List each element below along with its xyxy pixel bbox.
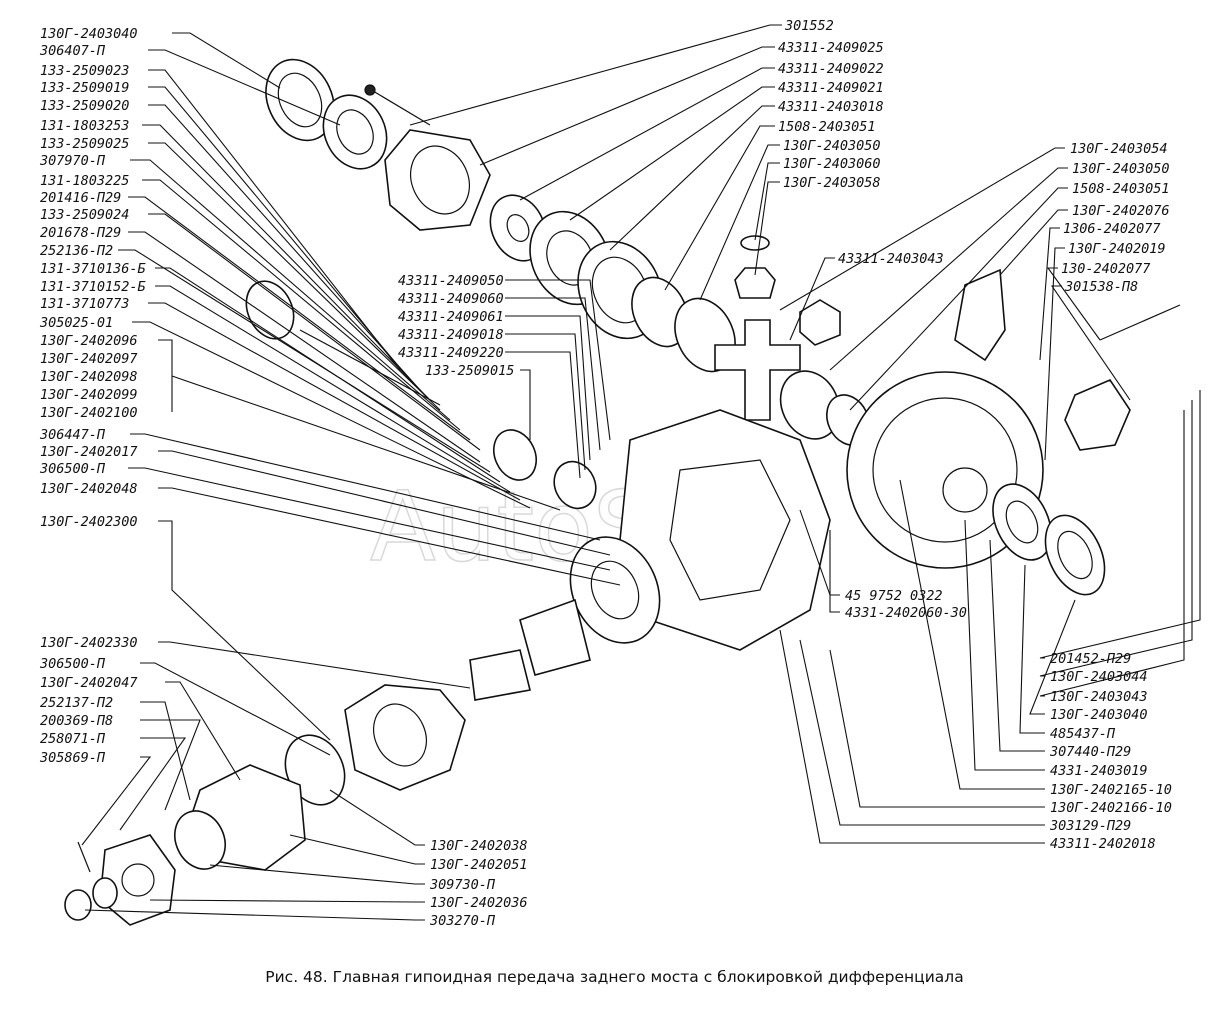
part-label: 303129-П29: [1049, 818, 1131, 834]
part-label: 43311-2409220: [398, 345, 504, 361]
part-label: 4331-2402060-30: [845, 605, 967, 621]
part-label: 133-2509023: [40, 63, 129, 79]
part-label: 306447-П: [39, 427, 106, 443]
part-label: 131-3710773: [40, 296, 129, 312]
part-label: 43311-2402018: [1050, 836, 1156, 852]
part-label: 200369-П8: [40, 713, 113, 729]
part-label: 131-1803225: [40, 173, 129, 189]
part-label: 131-3710136-Б: [40, 261, 146, 277]
part-label: 306500-П: [39, 656, 106, 672]
part-label: 43311-2409025: [778, 40, 884, 56]
part-label: 130Г-2402051: [430, 857, 528, 873]
part-label: 131-1803253: [40, 118, 129, 134]
part-label: 130Г-2403050: [1072, 161, 1170, 177]
labels-right-top: 130Г-2403054 130Г-2403050 1508-2403051 1…: [1061, 141, 1170, 295]
part-label: 133-2509019: [40, 80, 129, 96]
part-label: 130Г-2402038: [430, 838, 528, 854]
labels-center: 43311-2409050 43311-2409060 43311-240906…: [398, 273, 514, 379]
part-label: 130Г-2403058: [783, 175, 881, 191]
part-label: 201416-П29: [40, 190, 121, 206]
part-label: 305025-01: [39, 315, 113, 331]
part-label: 130Г-2402098: [40, 369, 138, 385]
leader-lines: [81, 24, 1201, 921]
part-label: 133-2509020: [40, 98, 129, 114]
label-diff-pin-group: 43311-2403043: [838, 251, 944, 267]
part-label: 306407-П: [39, 43, 106, 59]
part-label: 130Г-2403050: [783, 138, 881, 154]
part-label: 130Г-2402099: [40, 387, 138, 403]
part-label: 301552: [784, 18, 834, 34]
part-label: 133-2509024: [40, 207, 129, 223]
part-label: 43311-2409060: [398, 291, 504, 307]
part-label: 130Г-2402165-10: [1050, 782, 1172, 798]
part-label: 305869-П: [39, 750, 106, 766]
part-label: 130-2402077: [1061, 261, 1150, 277]
part-label: 130Г-2403040: [1050, 707, 1148, 723]
part-label: 306500-П: [39, 461, 106, 477]
part-label: 130Г-2402097: [40, 351, 138, 367]
part-label: 4331-2403019: [1050, 763, 1148, 779]
part-label: 130Г-2402076: [1072, 203, 1170, 219]
part-label: 130Г-2403044: [1050, 669, 1148, 685]
part-label: 307440-П29: [1049, 744, 1131, 760]
parts-drawing: [64, 58, 1181, 926]
part-label: 131-3710152-Б: [40, 279, 146, 295]
part-label: 1306-2402077: [1063, 221, 1161, 237]
labels-left-bottom: 130Г-2402330 306500-П 130Г-2402047 25213…: [39, 635, 138, 766]
part-label: 252137-П2: [40, 695, 113, 711]
part-label: 130Г-2402096: [40, 333, 138, 349]
part-label: 43311-2409018: [398, 327, 504, 343]
part-label: 130Г-2402330: [40, 635, 138, 651]
part-label: 130Г-2402100: [40, 405, 138, 421]
part-label: 45 9752 0322: [845, 588, 943, 604]
part-label: 130Г-2402048: [40, 481, 138, 497]
part-label: 303270-П: [429, 913, 496, 929]
labels-left-top: 130Г-2403040 306407-П 133-2509023 133-25…: [39, 26, 146, 497]
part-label: 130Г-2403060: [783, 156, 881, 172]
part-label: 130Г-2402019: [1068, 241, 1166, 257]
labels-bottom-center: 130Г-2402038 130Г-2402051 309730-П 130Г-…: [429, 838, 528, 929]
part-label: 43311-2409061: [398, 309, 504, 325]
part-label: 201452-П29: [1050, 651, 1131, 667]
part-label: 130Г-2402166-10: [1050, 800, 1172, 816]
part-label: 130Г-2403040: [40, 26, 138, 42]
part-label: 258071-П: [40, 731, 106, 747]
part-label: 43311-2403043: [838, 251, 944, 267]
labels-top-right: 301552 43311-2409025 43311-2409022 43311…: [778, 18, 884, 191]
figure-caption: Рис. 48. Главная гипоидная передача задн…: [265, 968, 964, 986]
part-label: 252136-П2: [40, 243, 113, 259]
labels-right-bottom: 201452-П29 130Г-2403044 130Г-2403043 130…: [1049, 651, 1172, 852]
part-label: 130Г-2402017: [40, 444, 138, 460]
part-label: 43311-2409050: [398, 273, 504, 289]
part-label: 130Г-2403054: [1070, 141, 1168, 157]
part-label: 309730-П: [429, 877, 496, 893]
part-label: 130Г-2402036: [430, 895, 528, 911]
part-label: 301538-П8: [1064, 279, 1138, 295]
part-label: 133-2509015: [425, 363, 514, 379]
part-label: 1508-2403051: [778, 119, 876, 135]
part-label: 485437-П: [1050, 726, 1116, 742]
part-label: 43311-2409021: [778, 80, 884, 96]
labels-housing: 45 9752 0322 4331-2402060-30: [845, 588, 967, 621]
part-label: 307970-П: [39, 153, 106, 169]
part-label: 43311-2403018: [778, 99, 884, 115]
part-label: 201678-П29: [40, 225, 121, 241]
part-label: 130Г-2402300: [40, 514, 138, 530]
part-label: 43311-2409022: [778, 61, 884, 77]
part-label: 130Г-2403043: [1050, 689, 1148, 705]
part-label: 130Г-2402047: [40, 675, 138, 691]
part-label: 1508-2403051: [1072, 181, 1170, 197]
part-label: 133-2509025: [40, 136, 129, 152]
labels-left-mid: 130Г-2402300: [40, 514, 138, 530]
